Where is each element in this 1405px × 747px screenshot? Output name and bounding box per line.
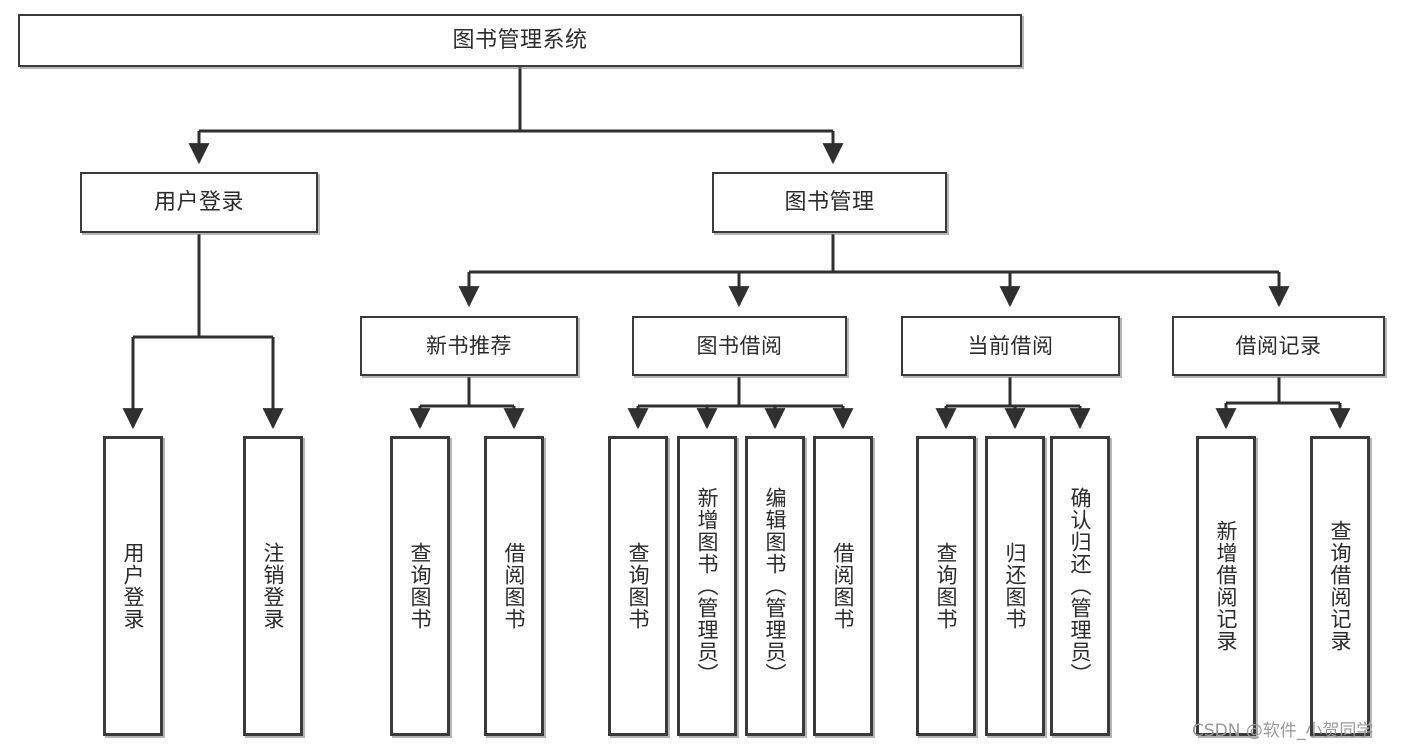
leaf-query-borrow-record[interactable]: 查询借阅记录 [1310,436,1370,736]
node-label: 新书推荐 [426,333,512,358]
node-label: 查询借阅记录 [1328,520,1353,652]
node-book-management[interactable]: 图书管理 [712,172,947,233]
leaf-borrow-book-recommend[interactable]: 借阅图书 [484,436,544,736]
node-label: 查询图书 [934,542,959,630]
node-label: 借阅图书 [831,542,856,630]
node-label: 查询图书 [408,542,433,630]
leaf-add-borrow-record[interactable]: 新增借阅记录 [1196,436,1256,736]
leaf-query-book-current[interactable]: 查询图书 [916,436,976,736]
node-label: 用户登录 [153,189,244,215]
node-root-system[interactable]: 图书管理系统 [18,14,1022,67]
node-label: 借阅图书 [502,542,527,630]
node-book-borrow[interactable]: 图书借阅 [632,316,847,376]
node-label: 图书借阅 [696,333,783,358]
node-current-borrow[interactable]: 当前借阅 [901,316,1120,376]
node-new-book-recommend[interactable]: 新书推荐 [360,316,578,376]
node-label: 确认归还（管理员） [1068,487,1093,685]
leaf-user-logout[interactable]: 注销登录 [243,436,303,736]
node-label: 新增借阅记录 [1214,520,1239,652]
leaf-query-book-recommend[interactable]: 查询图书 [390,436,450,736]
node-label: 借阅记录 [1235,333,1322,358]
leaf-borrow-book[interactable]: 借阅图书 [813,436,873,736]
leaf-edit-book-admin[interactable]: 编辑图书（管理员） [745,436,805,736]
node-label: 图书管理系统 [452,27,588,53]
node-label: 编辑图书（管理员） [763,487,788,685]
node-user-login[interactable]: 用户登录 [80,172,318,233]
node-label: 新增图书（管理员） [695,487,720,685]
node-label: 当前借阅 [967,333,1054,358]
leaf-return-book[interactable]: 归还图书 [985,436,1045,736]
leaf-add-book-admin[interactable]: 新增图书（管理员） [677,436,737,736]
node-label: 归还图书 [1003,542,1028,630]
node-label: 用户登录 [121,542,146,630]
node-label: 注销登录 [261,542,286,630]
watermark-text: CSDN @软件_小贺同学 [1192,721,1374,741]
node-label: 图书管理 [784,189,875,215]
node-borrow-records[interactable]: 借阅记录 [1172,316,1385,376]
leaf-query-book[interactable]: 查询图书 [608,436,668,736]
node-label: 查询图书 [626,542,651,630]
leaf-confirm-return-admin[interactable]: 确认归还（管理员） [1050,436,1110,736]
leaf-user-login[interactable]: 用户登录 [103,436,163,736]
